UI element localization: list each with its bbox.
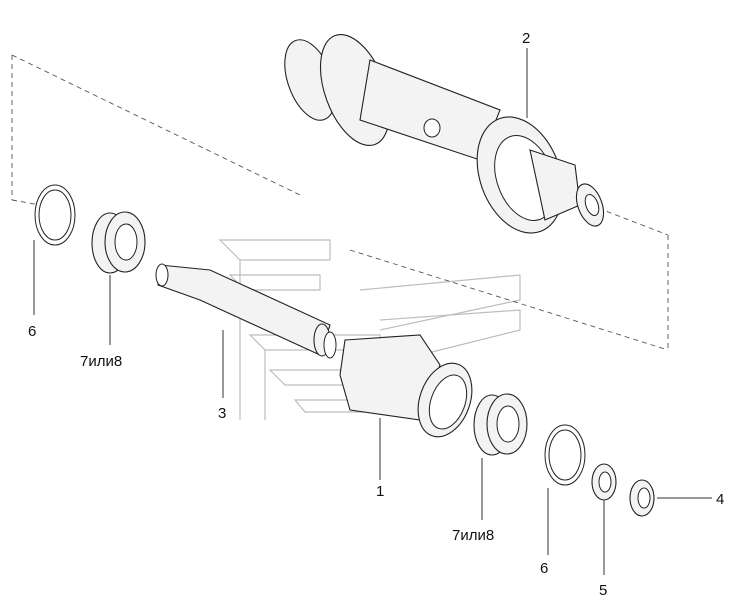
splined-shaft [155,263,337,359]
bearing-left [91,211,146,274]
callout-5: 5 [599,582,607,599]
retaining-ring-right [544,424,586,486]
callout-6-left: 6 [28,323,36,340]
retaining-ring-left [34,184,76,246]
leader-lines [33,48,712,575]
bearing-right [473,393,528,456]
callout-1: 1 [376,483,384,500]
callout-4: 4 [716,491,724,508]
lock-nut [629,479,655,517]
bearing-housing [339,334,473,438]
callout-7-or-8-right: 7или8 [452,527,494,544]
callout-7-or-8-left: 7или8 [80,353,122,370]
tab-washer [591,463,617,501]
callout-2: 2 [522,30,530,47]
callout-3: 3 [218,405,226,422]
callout-6-right: 6 [540,560,548,577]
cardan-shaft-assembly [284,33,605,234]
